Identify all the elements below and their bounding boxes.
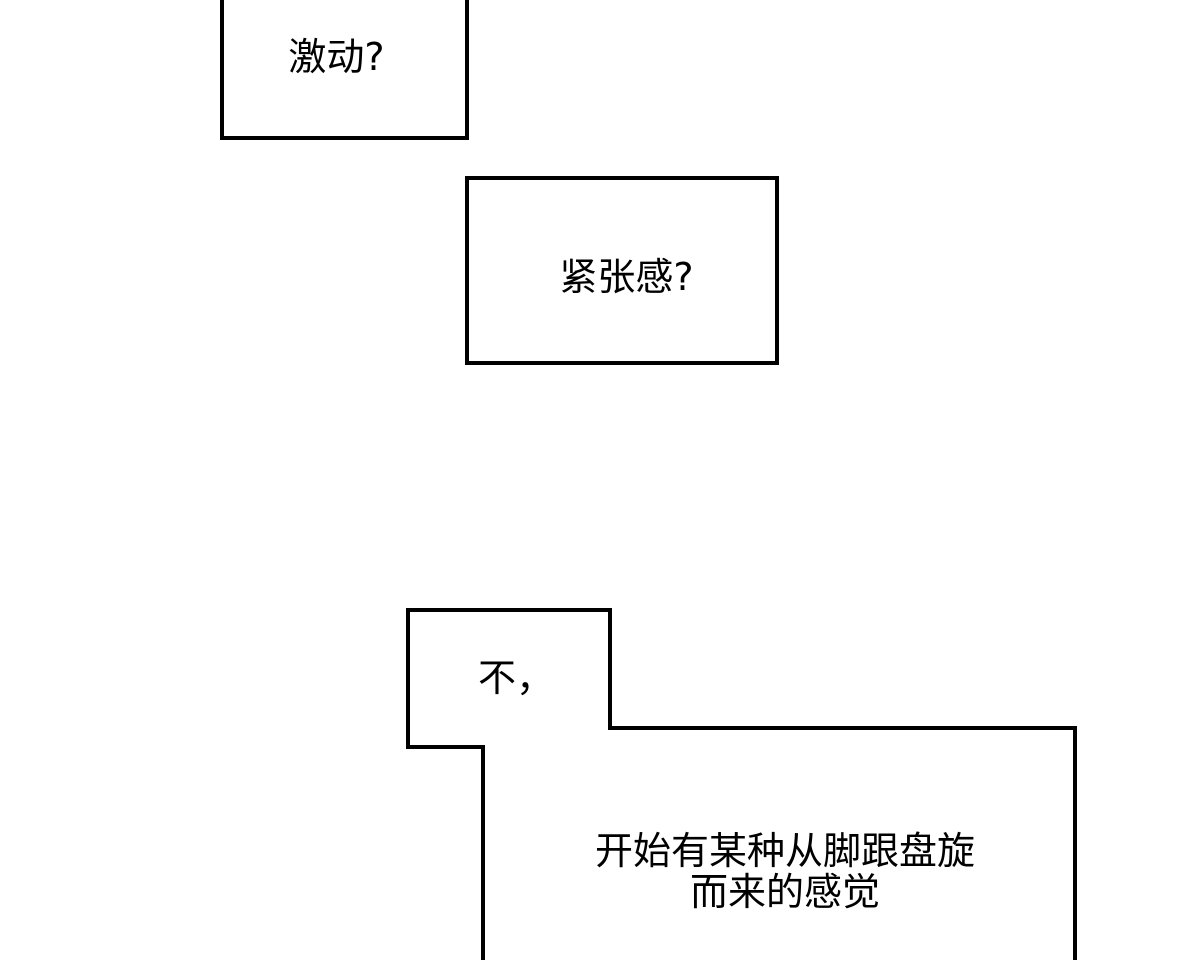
speech-bubble-excited: 激动? (220, 0, 469, 140)
bubble-feeling-line1: 开始有某种从脚跟盘旋 (594, 829, 975, 873)
bubble-tension-text: 紧张感? (559, 254, 694, 299)
speech-bubble-no-text-area: 不， (408, 610, 610, 747)
combined-bubble-path (406, 608, 1077, 960)
bubble-feeling-line2: 而来的感觉 (689, 870, 880, 914)
speech-bubble-feeling-text-area: 开始有某种从脚跟盘旋 而来的感觉 (483, 831, 1075, 913)
speech-bubble-tension: 紧张感? (465, 176, 779, 365)
bubble-excited-text: 激动? (288, 35, 385, 80)
bubble-no-text: 不， (477, 655, 554, 700)
